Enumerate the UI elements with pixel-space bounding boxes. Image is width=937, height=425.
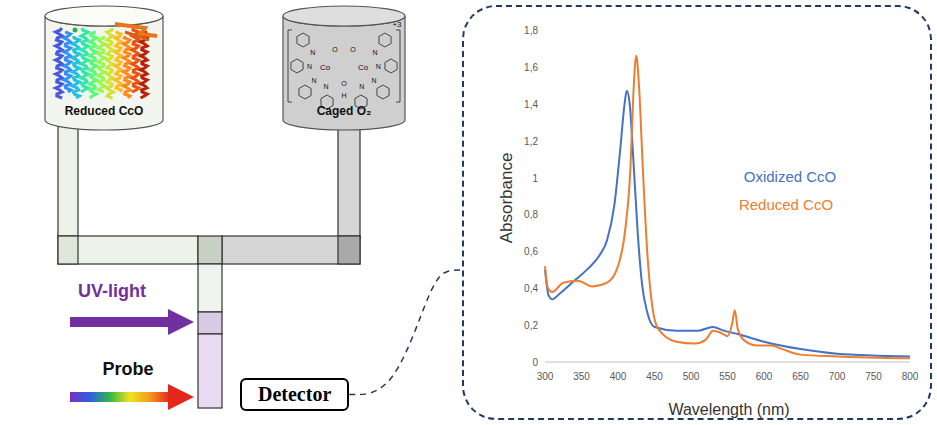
y-tick: 0,8	[524, 209, 538, 220]
atom-symbol: N	[376, 63, 381, 71]
atom-symbol: Co	[358, 64, 368, 73]
cobalt-complex	[288, 30, 400, 109]
x-tick: 500	[683, 371, 700, 382]
atom-symbol: O	[341, 80, 346, 88]
probe-label: Probe	[102, 360, 153, 380]
y-tick: 1,4	[524, 98, 538, 109]
atom-symbol: N	[371, 77, 376, 85]
node-label: Reduced CcO	[45, 104, 163, 118]
atom-symbol: N	[359, 83, 364, 91]
atom-symbol: N	[311, 77, 316, 85]
atom-symbol: H	[341, 92, 346, 100]
x-tick: 300	[537, 371, 554, 382]
reservoir-cylinder: Caged O₂	[283, 6, 405, 130]
uv-arrow	[70, 309, 194, 335]
x-tick: 550	[719, 371, 736, 382]
atom-symbol: N	[324, 83, 329, 91]
node-label: Detector	[258, 383, 331, 406]
series-label: Oxidized CcO	[744, 169, 837, 186]
node-label: Caged O₂	[283, 104, 405, 118]
tubing	[58, 126, 360, 408]
y-tick: 0,6	[524, 246, 538, 257]
series-label: Reduced CcO	[739, 197, 833, 214]
atom-symbol: N	[310, 49, 315, 57]
protein-structure	[56, 24, 157, 98]
x-tick: 600	[756, 371, 773, 382]
x-tick: 650	[792, 371, 809, 382]
x-tick: 450	[646, 371, 663, 382]
y-tick: 1,2	[524, 135, 538, 146]
uv-light-label: UV-light	[78, 282, 146, 302]
atom-symbol: N	[373, 49, 378, 57]
probe-arrow	[70, 384, 194, 410]
atom-symbol: O	[332, 46, 337, 54]
x-tick: 700	[829, 371, 846, 382]
atom-symbol: N	[307, 63, 312, 71]
atom-symbol: Co	[320, 64, 330, 73]
x-tick: 800	[902, 371, 919, 382]
reservoir-cylinder: Reduced CcO	[45, 6, 163, 130]
reduced-curve	[545, 56, 910, 358]
y-tick: 0,4	[524, 283, 538, 294]
axis-title: Absorbance	[497, 153, 517, 244]
x-tick: 350	[573, 371, 590, 382]
dashed-connector	[349, 270, 462, 395]
charge-label: +3	[392, 21, 401, 30]
y-tick: 1	[532, 172, 538, 183]
axis-title: Wavelength (nm)	[668, 401, 789, 419]
oxidized-curve	[545, 91, 910, 357]
x-tick: 750	[865, 371, 882, 382]
spectrum-chart	[545, 56, 910, 362]
x-axis	[545, 362, 910, 363]
atom-symbol: O	[350, 46, 355, 54]
y-tick: 0,2	[524, 320, 538, 331]
y-tick: 1,8	[524, 25, 538, 36]
y-tick: 1,6	[524, 61, 538, 72]
y-tick: 0	[532, 357, 538, 368]
x-tick: 400	[610, 371, 627, 382]
detector-box: Detector	[240, 378, 349, 411]
